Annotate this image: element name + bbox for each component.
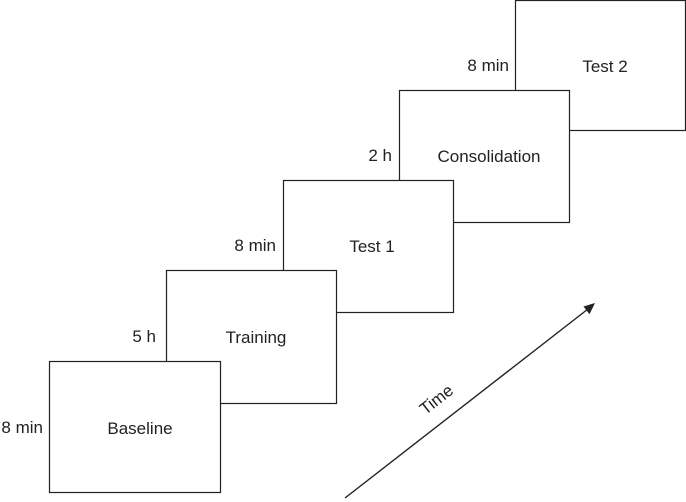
stage-label-test-2: Test 2: [582, 57, 627, 76]
stage-box-baseline: [48, 360, 222, 494]
time-arrow-head-icon: [583, 303, 595, 315]
time-axis: Time: [344, 303, 595, 499]
time-axis-label: Time: [416, 381, 457, 419]
duration-label-baseline: 8 min: [1, 418, 43, 437]
duration-label-consolidation: 2 h: [368, 146, 392, 165]
stage-label-consolidation: Consolidation: [437, 147, 540, 166]
duration-label-training: 5 h: [132, 327, 156, 346]
stage-baseline: Baseline 8 min: [1, 360, 222, 494]
time-arrow-line: [344, 308, 589, 499]
stage-label-training: Training: [226, 328, 287, 347]
duration-label-test-2: 8 min: [467, 56, 509, 75]
stage-label-baseline: Baseline: [107, 419, 172, 438]
duration-label-test-1: 8 min: [234, 236, 276, 255]
stage-label-test-1: Test 1: [349, 237, 394, 256]
